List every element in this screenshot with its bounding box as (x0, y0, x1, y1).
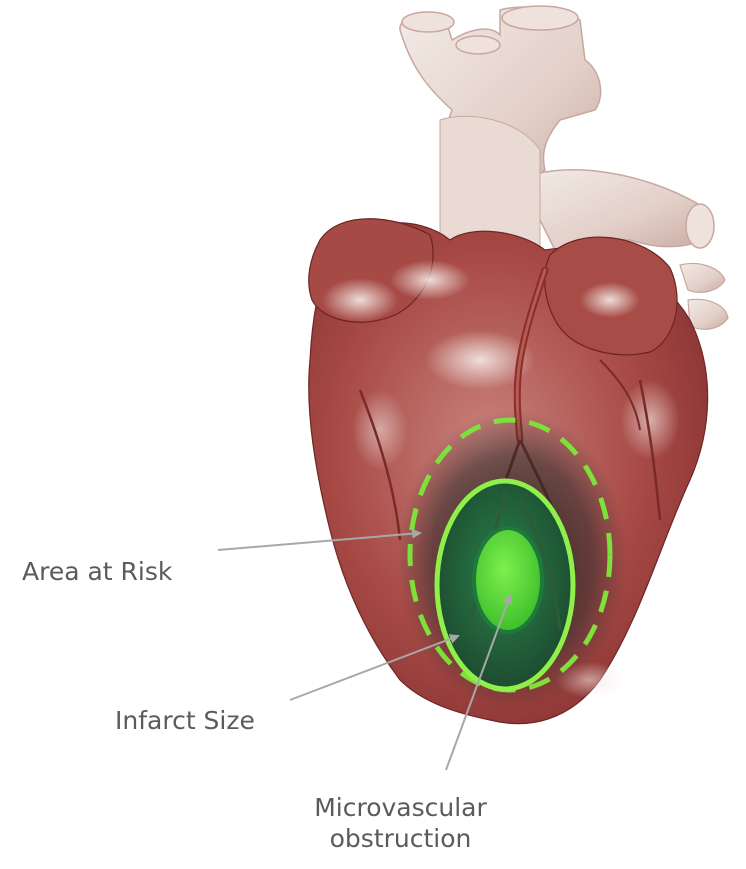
microvascular-obstruction-label: Microvascular obstruction (298, 792, 503, 855)
infarct-size-label: Infarct Size (115, 705, 255, 736)
microvascular-obstruction-label-line2: obstruction (298, 823, 503, 854)
microvascular-obstruction-label-line1: Microvascular (298, 792, 503, 823)
area-at-risk-label: Area at Risk (22, 556, 172, 587)
ischemic-region (397, 410, 627, 710)
microvascular-obstruction-region (474, 528, 542, 632)
